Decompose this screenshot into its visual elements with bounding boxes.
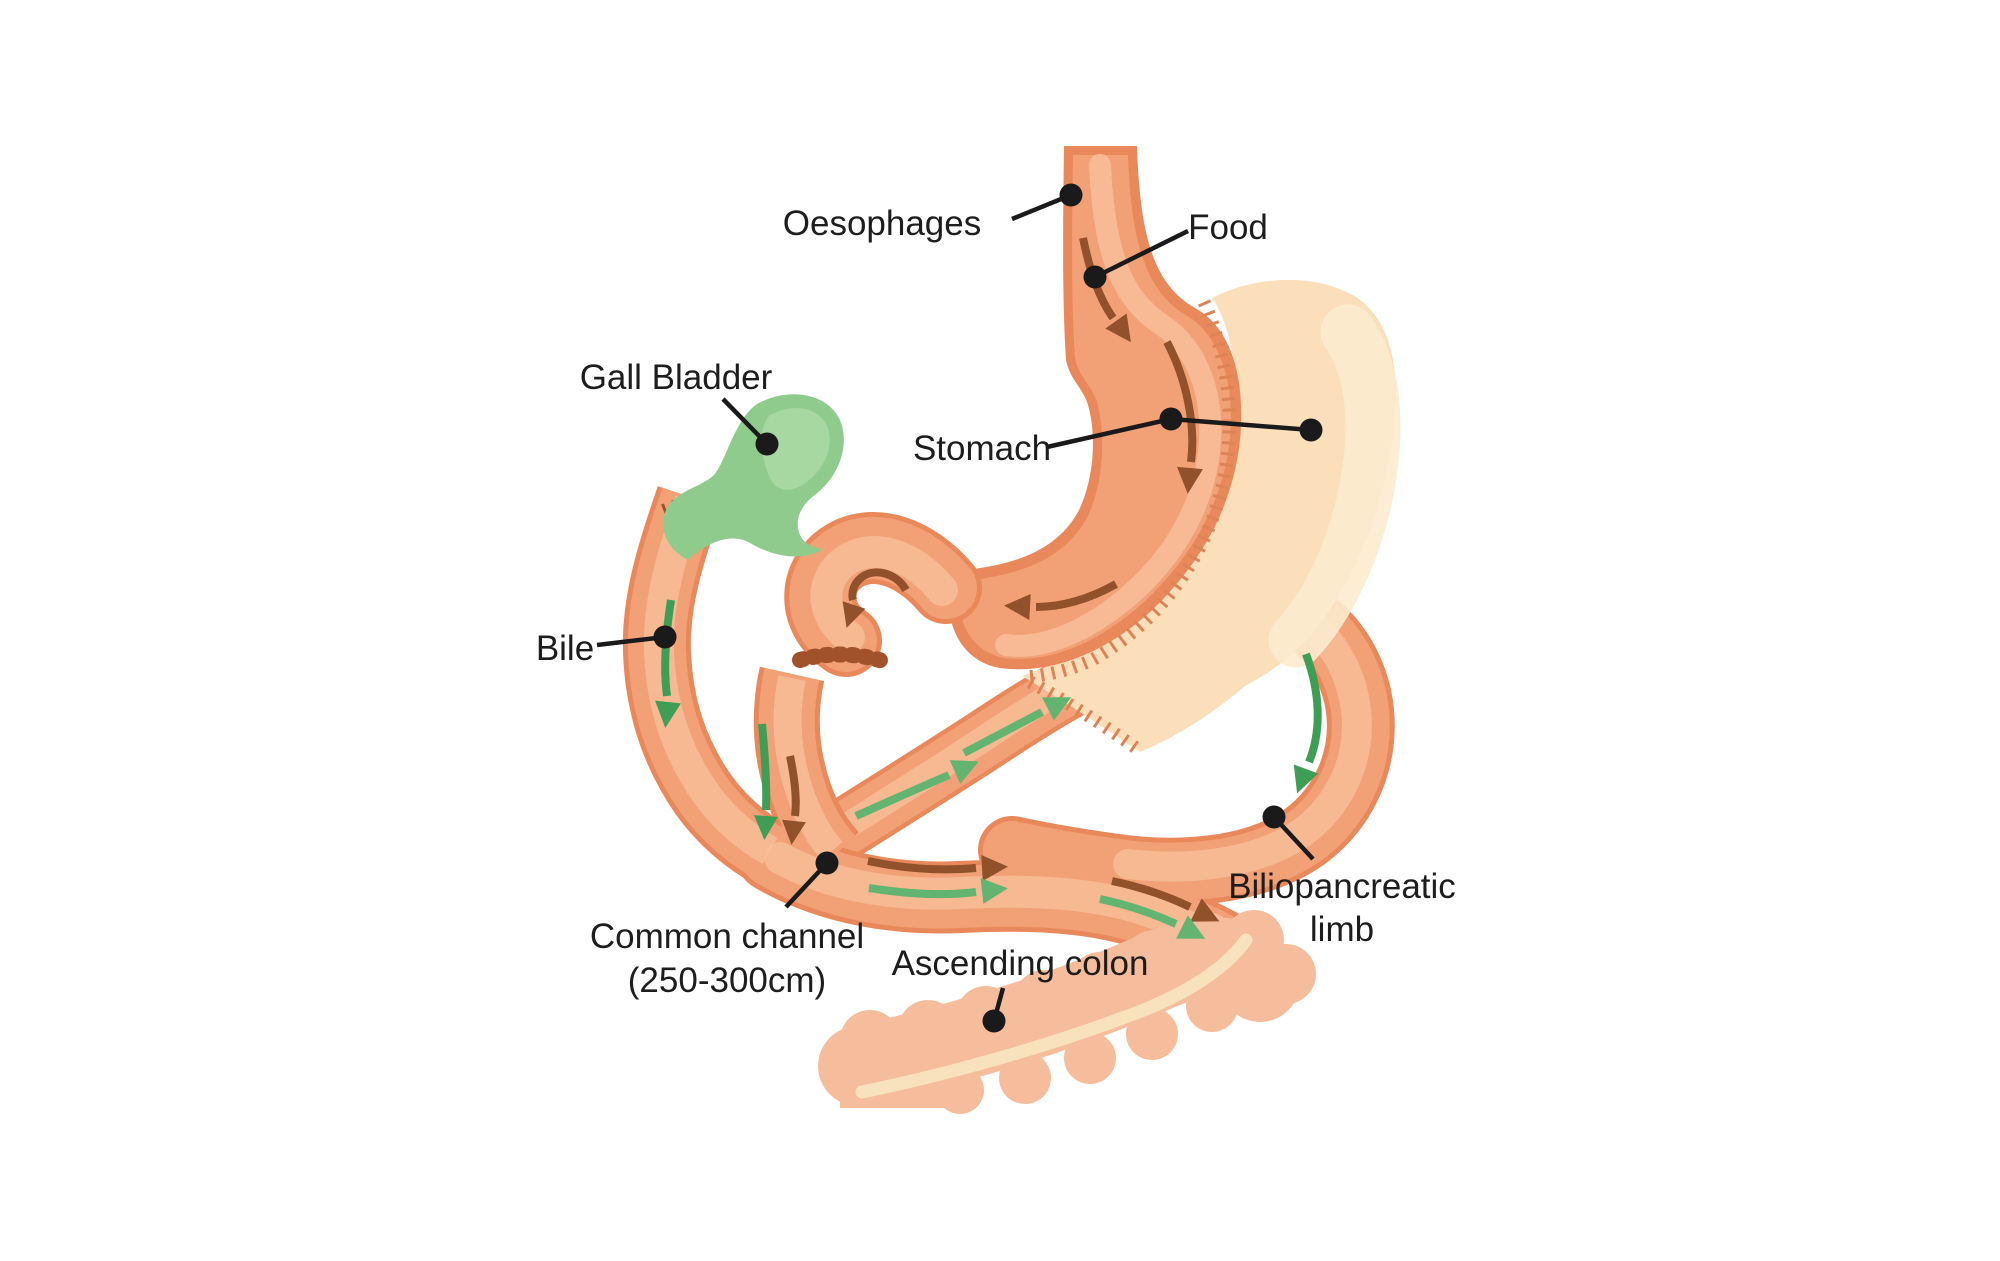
biliopancreatic-limb-label-line1: Biliopancreatic xyxy=(1228,867,1456,906)
sleeve-core-highlight xyxy=(995,154,1222,657)
anastomosis-staples xyxy=(792,646,894,670)
food-arrow-icon xyxy=(842,568,910,628)
staple-line-lower xyxy=(1026,676,1140,754)
staple-lines xyxy=(1023,299,1236,754)
bile-arrow-icon xyxy=(854,760,979,820)
bile-arrow-icon xyxy=(868,878,1008,904)
oesophagus-label: Oesophages xyxy=(783,204,981,243)
gall-bladder-highlight xyxy=(761,408,830,490)
leader-lines xyxy=(596,183,1323,1033)
sleeve-inner xyxy=(960,155,1232,659)
leader-stomach xyxy=(1046,407,1323,450)
labels: Oesophages Food Gall Bladder Stomach Bil… xyxy=(536,204,1456,1000)
bile-arrow-icon xyxy=(1099,895,1206,939)
common-channel-label-line2: (250-300cm) xyxy=(628,961,826,1000)
food-arrow-icon xyxy=(1163,340,1203,494)
bile-arrow-icon xyxy=(655,599,681,728)
food-arrow-icon xyxy=(867,855,1008,881)
bile-arrow-icon xyxy=(962,697,1072,757)
duodenal-loop xyxy=(784,512,982,677)
colon-inner-line xyxy=(855,933,1253,1099)
bile-label: Bile xyxy=(536,629,594,668)
leader-oesophagus xyxy=(1011,183,1083,222)
leader-ascending-colon xyxy=(982,987,1006,1033)
stomach-label: Stomach xyxy=(913,429,1051,468)
leader-gall-bladder xyxy=(721,397,779,456)
ascending-colon-shape xyxy=(818,910,1316,1114)
food-label: Food xyxy=(1188,208,1268,247)
leader-food xyxy=(1083,228,1189,289)
biliopancreatic-limb-label-line2: limb xyxy=(1310,910,1374,949)
gall-bladder-label: Gall Bladder xyxy=(580,358,773,397)
food-arrow-icon xyxy=(782,755,806,845)
leader-bile xyxy=(596,625,677,649)
stomach-sleeve xyxy=(949,146,1242,670)
common-channel-label-line1: Common channel xyxy=(590,917,864,956)
excluded-stomach-highlight xyxy=(1268,304,1401,668)
bile-arrow-icon xyxy=(1293,652,1322,794)
flow-arrows xyxy=(655,237,1322,939)
food-arrow-icon xyxy=(1111,877,1220,922)
ascending-colon-label: Ascending colon xyxy=(892,944,1149,983)
leader-common-channel xyxy=(784,851,839,909)
staple-line-upper xyxy=(1023,299,1236,684)
food-arrow-icon xyxy=(1004,580,1118,620)
gall-bladder-shape xyxy=(663,394,844,560)
leader-biliopancreatic-limb xyxy=(1262,805,1315,861)
bile-arrow-icon xyxy=(754,723,778,840)
